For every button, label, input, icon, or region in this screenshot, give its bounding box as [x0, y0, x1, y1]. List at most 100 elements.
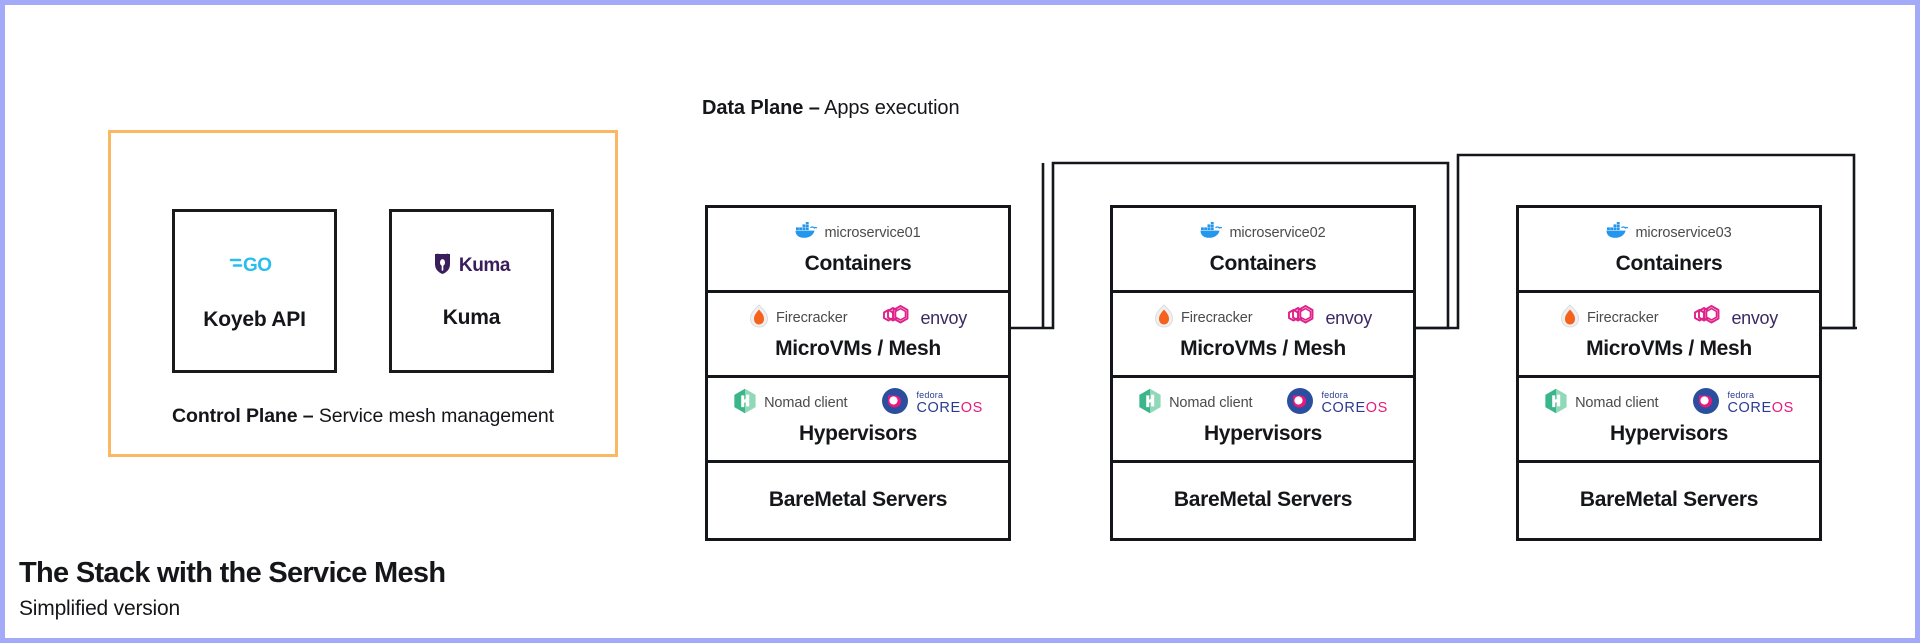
fedora-text: fedora	[916, 389, 944, 400]
layer-logo-row: Nomad client fedora COREOS	[1138, 387, 1388, 419]
envoy-logo-group: envoy	[1692, 303, 1778, 333]
control-plane-caption: Control Plane – Service mesh management	[111, 405, 615, 428]
diagram-title: The Stack with the Service Mesh	[19, 557, 446, 590]
layer-title: Containers	[1209, 252, 1317, 275]
control-plane-caption-rest: Service mesh management	[313, 405, 554, 427]
envoy-wordmark: envoy	[1325, 307, 1372, 328]
diagram-subtitle: Simplified version	[19, 596, 180, 620]
nomad-logo-group: Nomad client	[733, 388, 848, 419]
stack-layer-hypervisors: Nomad client fedora COREOS	[1113, 378, 1413, 463]
control-plane-box-label: Koyeb API	[203, 307, 306, 331]
data-plane-stack: microservice03 Containers Firecracker	[1516, 205, 1822, 541]
microservice-label: microservice02	[1229, 225, 1326, 241]
data-plane-stack: microservice01 Containers Firecracker	[705, 205, 1011, 541]
envoy-logo-group: envoy	[881, 303, 967, 333]
fedora-coreos-logo-group: fedora COREOS	[1286, 387, 1387, 420]
go-logo-icon: GO	[229, 251, 281, 282]
data-plane-header-bold: Data Plane –	[702, 97, 820, 119]
docker-logo-group: microservice02	[1200, 221, 1326, 244]
diagram-footer: The Stack with the Service Mesh Simplifi…	[19, 556, 446, 622]
fedora-coreos-icon	[1286, 387, 1314, 420]
firecracker-label: Firecracker	[1181, 310, 1253, 326]
layer-title: BareMetal Servers	[1173, 488, 1353, 511]
data-plane-header-rest: Apps execution	[819, 97, 960, 119]
docker-icon	[795, 221, 818, 244]
layer-logo-row: Nomad client fedora COREOS	[1544, 387, 1794, 419]
layer-logo-row: microservice01	[795, 220, 921, 246]
kuma-bear-icon	[433, 253, 452, 280]
layer-logo-row: Nomad client fedora COREOS	[733, 387, 983, 419]
docker-icon	[1200, 221, 1223, 244]
firecracker-icon	[1560, 303, 1580, 333]
envoy-icon	[1286, 303, 1318, 333]
microservice-label: microservice01	[824, 225, 921, 241]
stack-layer-microvms-mesh: Firecracker e	[1113, 293, 1413, 378]
stack-layer-microvms-mesh: Firecracker e	[708, 293, 1008, 378]
layer-logo-row: microservice03	[1606, 220, 1732, 246]
envoy-logo-group: envoy	[1286, 303, 1372, 333]
firecracker-label: Firecracker	[1587, 310, 1659, 326]
layer-title: Hypervisors	[1203, 422, 1323, 445]
firecracker-icon	[749, 303, 769, 333]
coreos-text: COREOS	[916, 401, 982, 416]
envoy-wordmark: envoy	[1731, 307, 1778, 328]
svg-text:GO: GO	[243, 255, 272, 276]
fedora-coreos-logo-group: fedora COREOS	[881, 387, 982, 420]
control-plane-caption-bold: Control Plane –	[172, 405, 314, 427]
nomad-logo-group: Nomad client	[1544, 388, 1659, 419]
layer-title: Containers	[804, 252, 912, 275]
firecracker-icon	[1154, 303, 1174, 333]
fedora-coreos-icon	[1692, 387, 1720, 420]
layer-title: BareMetal Servers	[1579, 488, 1759, 511]
layer-title: MicroVMs / Mesh	[1180, 337, 1346, 360]
kuma-wordmark: Kuma	[458, 255, 511, 276]
docker-logo-group: microservice01	[795, 221, 921, 244]
layer-title: MicroVMs / Mesh	[775, 337, 941, 360]
layer-logo-row: Firecracker e	[1154, 303, 1372, 333]
stack-layer-microvms-mesh: Firecracker e	[1519, 293, 1819, 378]
coreos-text: COREOS	[1727, 401, 1793, 416]
nomad-icon	[733, 388, 757, 419]
envoy-wordmark: envoy	[920, 307, 967, 328]
nomad-label: Nomad client	[1169, 395, 1253, 411]
firecracker-logo-group: Firecracker	[1560, 303, 1659, 333]
kuma-logo: Kuma	[433, 253, 510, 280]
stack-layer-hypervisors: Nomad client fedora COREOS	[1519, 378, 1819, 463]
layer-title: MicroVMs / Mesh	[1586, 337, 1752, 360]
layer-title: Hypervisors	[798, 422, 918, 445]
os-text: OS	[1365, 399, 1388, 416]
fedora-coreos-icon	[881, 387, 909, 420]
layer-title: Hypervisors	[1609, 422, 1729, 445]
data-plane-header: Data Plane – Apps execution	[702, 97, 960, 120]
layer-title: BareMetal Servers	[768, 488, 948, 511]
control-plane-boxes: GO Koyeb API Ku	[111, 133, 615, 373]
fedora-coreos-wordmark: fedora COREOS	[1321, 389, 1388, 416]
data-plane-stack: microservice02 Containers Firecracker	[1110, 205, 1416, 541]
docker-logo-group: microservice03	[1606, 221, 1732, 244]
docker-icon	[1606, 221, 1629, 244]
fedora-coreos-wordmark: fedora COREOS	[916, 389, 982, 416]
control-plane-box-koyeb-api[interactable]: GO Koyeb API	[172, 209, 337, 373]
layer-logo-row: Firecracker e	[749, 303, 967, 333]
stack-layer-baremetal: BareMetal Servers	[708, 463, 1008, 538]
nomad-icon	[1544, 388, 1568, 419]
nomad-label: Nomad client	[1575, 395, 1659, 411]
envoy-icon	[1692, 303, 1724, 333]
microservice-label: microservice03	[1635, 225, 1732, 241]
stack-layer-hypervisors: Nomad client fedora COREOS	[708, 378, 1008, 463]
control-plane-box-kuma[interactable]: Kuma Kuma	[389, 209, 554, 373]
fedora-coreos-logo-group: fedora COREOS	[1692, 387, 1793, 420]
os-text: OS	[1771, 399, 1794, 416]
firecracker-logo-group: Firecracker	[1154, 303, 1253, 333]
stack-layer-containers: microservice01 Containers	[708, 208, 1008, 293]
control-plane-group: GO Koyeb API Ku	[108, 130, 618, 457]
envoy-icon	[881, 303, 913, 333]
stack-layer-baremetal: BareMetal Servers	[1113, 463, 1413, 538]
layer-logo-row: microservice02	[1200, 220, 1326, 246]
fedora-text: fedora	[1321, 389, 1349, 400]
os-text: OS	[960, 399, 983, 416]
stack-layer-containers: microservice02 Containers	[1113, 208, 1413, 293]
layer-title: Containers	[1615, 252, 1723, 275]
nomad-logo-group: Nomad client	[1138, 388, 1253, 419]
